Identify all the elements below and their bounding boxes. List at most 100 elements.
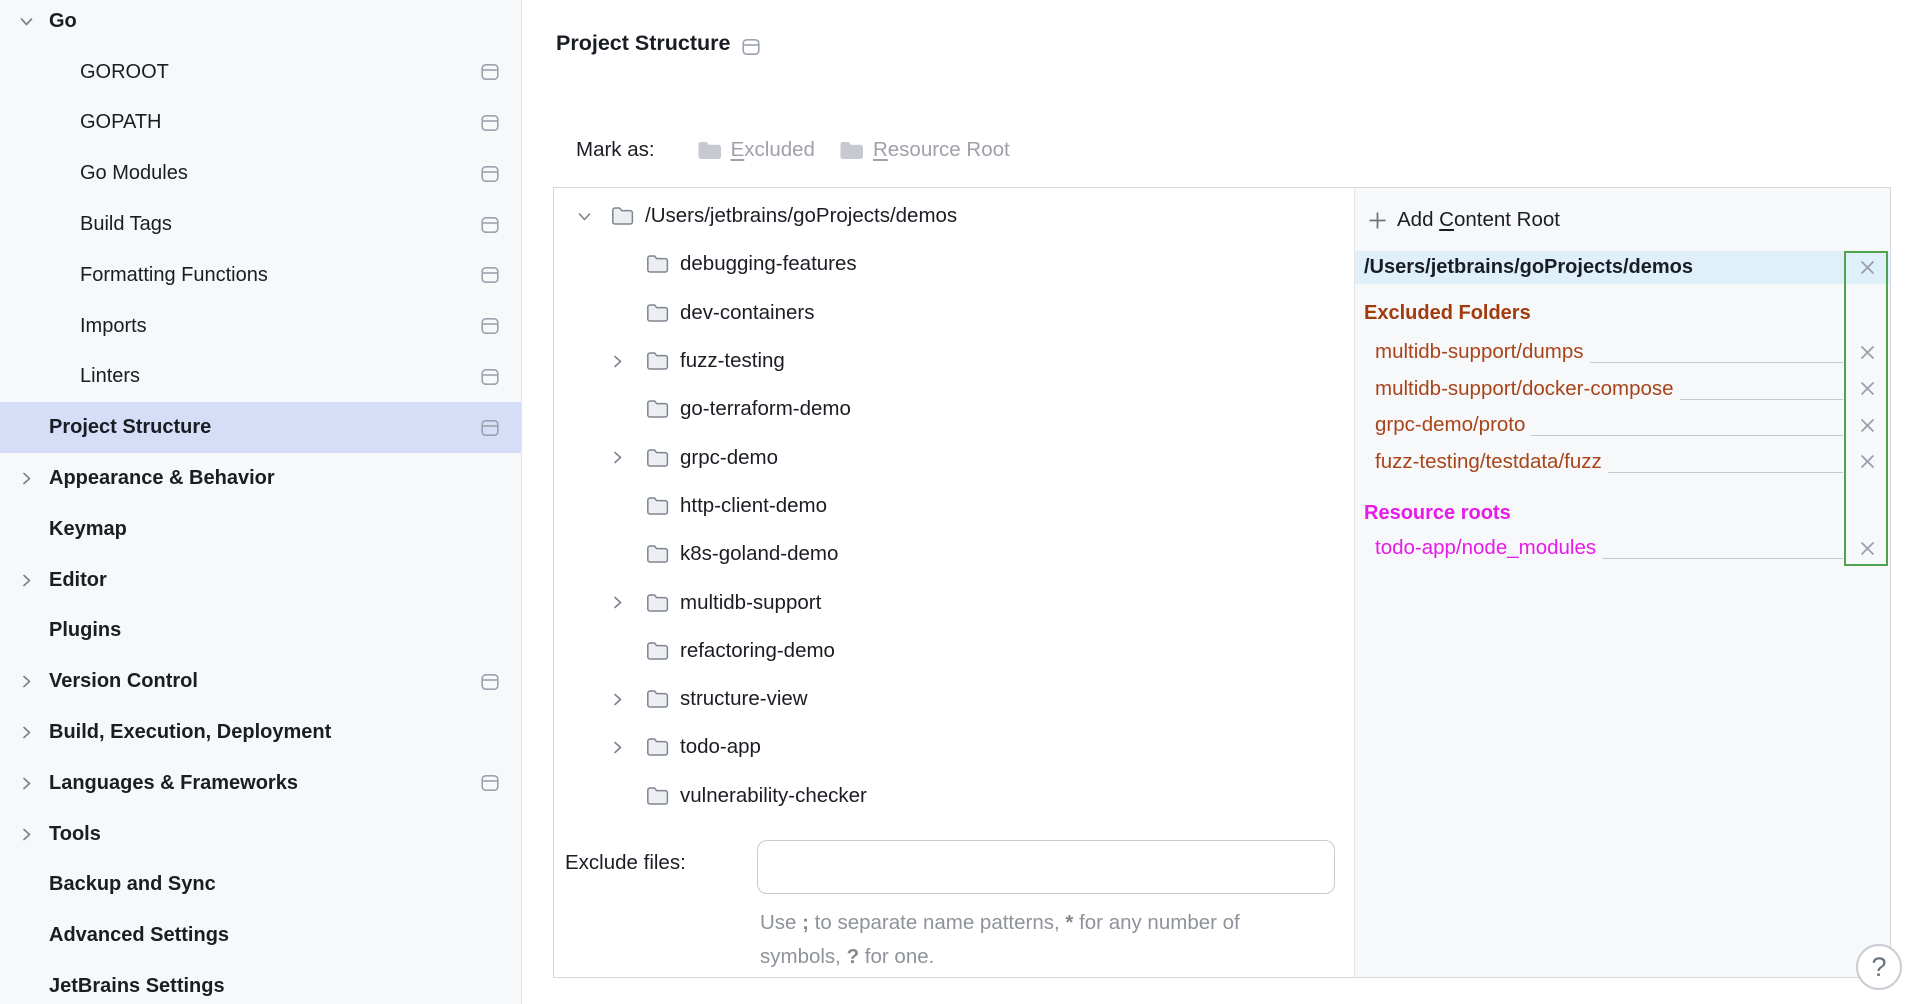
- folder-icon: [646, 254, 669, 274]
- remove-excluded-folder-button[interactable]: [1859, 344, 1876, 361]
- sidebar-item-tools[interactable]: Tools: [0, 809, 521, 860]
- help-button[interactable]: ?: [1856, 944, 1902, 990]
- tree-item-vulnerability-checker[interactable]: vulnerability-checker: [554, 772, 1354, 820]
- sidebar-item-label: Backup and Sync: [49, 873, 216, 896]
- tree-item-label: fuzz-testing: [680, 349, 785, 373]
- chevron-right-icon: [18, 725, 34, 741]
- sidebar-item-imports[interactable]: Imports: [0, 301, 521, 352]
- tree-item-label: refactoring-demo: [680, 638, 835, 662]
- excluded-folder-grpc-demo-proto[interactable]: grpc-demo/proto: [1375, 409, 1843, 441]
- tree-item-dev-containers[interactable]: dev-containers: [554, 289, 1354, 337]
- sidebar-item-keymap[interactable]: Keymap: [0, 504, 521, 555]
- tree-item-fuzz-testing[interactable]: fuzz-testing: [554, 337, 1354, 385]
- remove-excluded-folder-button[interactable]: [1859, 453, 1876, 470]
- chevron-down-icon[interactable]: [576, 208, 592, 224]
- underline: [1589, 362, 1843, 363]
- tree-item-go-terraform-demo[interactable]: go-terraform-demo: [554, 385, 1354, 433]
- sidebar-item-appearance-behavior[interactable]: Appearance & Behavior: [0, 453, 521, 504]
- remove-excluded-folder-button[interactable]: [1859, 417, 1876, 434]
- folder-icon: [839, 140, 864, 161]
- exclude-files-input[interactable]: [757, 840, 1335, 894]
- remove-content-root-button[interactable]: [1859, 259, 1876, 276]
- sidebar-item-editor[interactable]: Editor: [0, 555, 521, 606]
- tree-item-label: multidb-support: [680, 590, 822, 614]
- folder-icon: [646, 399, 669, 419]
- folder-icon: [646, 351, 669, 371]
- underline: [1607, 471, 1843, 473]
- content-root-path: /Users/jetbrains/goProjects/demos: [1364, 256, 1694, 278]
- folder-path-label: multidb-support/docker-compose: [1375, 376, 1674, 400]
- sidebar-item-label: Editor: [49, 568, 107, 591]
- sidebar-item-plugins[interactable]: Plugins: [0, 606, 521, 657]
- sidebar-item-gopath[interactable]: GOPATH: [0, 98, 521, 149]
- sidebar-item-advanced-settings[interactable]: Advanced Settings: [0, 910, 521, 961]
- folder-icon: [646, 303, 669, 323]
- tree-item-label: go-terraform-demo: [680, 397, 851, 421]
- sidebar-item-label: Linters: [80, 365, 141, 388]
- sidebar-item-jetbrains-settings[interactable]: JetBrains Settings: [0, 961, 521, 1004]
- chevron-right-icon[interactable]: [609, 691, 625, 707]
- excluded-folder-fuzz-testing-testdata-fuzz[interactable]: fuzz-testing/testdata/fuzz: [1375, 446, 1843, 478]
- tree-item-k8s-goland-demo[interactable]: k8s-goland-demo: [554, 530, 1354, 578]
- chevron-right-icon[interactable]: [609, 595, 625, 611]
- tree-item-todo-app[interactable]: todo-app: [554, 723, 1354, 771]
- sidebar-item-project-structure[interactable]: Project Structure: [0, 402, 521, 454]
- underline: [1679, 398, 1843, 400]
- tree-item-label: debugging-features: [680, 252, 857, 276]
- settings-page-icon: [481, 774, 499, 792]
- tree-item-http-client-demo[interactable]: http-client-demo: [554, 482, 1354, 530]
- settings-page-icon: [481, 317, 499, 335]
- excluded-folder-multidb-support-dumps[interactable]: multidb-support/dumps: [1375, 336, 1843, 368]
- resource-root-todo-app-node-modules[interactable]: todo-app/node_modules: [1375, 532, 1843, 564]
- sidebar-item-label: Go Modules: [80, 162, 188, 185]
- chevron-right-icon[interactable]: [609, 450, 625, 466]
- tree-item-label: dev-containers: [680, 300, 815, 324]
- sidebar-item-languages-frameworks[interactable]: Languages & Frameworks: [0, 758, 521, 809]
- tree-item-grpc-demo[interactable]: grpc-demo: [554, 433, 1354, 481]
- sidebar-item-build-tags[interactable]: Build Tags: [0, 199, 521, 250]
- chevron-right-icon[interactable]: [609, 739, 625, 755]
- mark-as-excluded-button[interactable]: Excluded: [697, 138, 815, 162]
- content-root-details: Add Content Root /Users/jetbrains/goProj…: [1354, 188, 1890, 977]
- tree-item-multidb-support[interactable]: multidb-support: [554, 578, 1354, 626]
- sidebar-item-backup-and-sync[interactable]: Backup and Sync: [0, 860, 521, 911]
- mark-as-resource-root-button[interactable]: Resource Root: [839, 138, 1010, 162]
- chevron-right-icon[interactable]: [609, 353, 625, 369]
- tree-item-label: k8s-goland-demo: [680, 542, 839, 566]
- remove-excluded-folder-button[interactable]: [1859, 380, 1876, 397]
- remove-resource-root-button[interactable]: [1859, 540, 1876, 557]
- tree-item-structure-view[interactable]: structure-view: [554, 675, 1354, 723]
- sidebar-item-label: Version Control: [49, 670, 198, 693]
- add-content-root-button[interactable]: Add Content Root: [1368, 204, 1560, 236]
- sidebar-item-build-execution-deployment[interactable]: Build, Execution, Deployment: [0, 707, 521, 758]
- folder-icon: [646, 448, 669, 468]
- content-root-tree: /Users/jetbrains/goProjects/demos debuggi…: [554, 192, 1354, 820]
- sidebar-item-go[interactable]: Go: [0, 0, 521, 47]
- plus-icon: [1368, 211, 1387, 230]
- content-root-row[interactable]: /Users/jetbrains/goProjects/demos: [1355, 251, 1889, 284]
- sidebar-item-label: JetBrains Settings: [49, 975, 225, 998]
- excluded-folders-header: Excluded Folders: [1364, 302, 1531, 324]
- sidebar-item-version-control[interactable]: Version Control: [0, 656, 521, 707]
- chevron-right-icon: [18, 572, 34, 588]
- sidebar-item-linters[interactable]: Linters: [0, 352, 521, 403]
- settings-page-icon: [481, 266, 499, 284]
- folder-icon: [646, 786, 669, 806]
- mark-as-button-label: Resource Root: [872, 138, 1010, 161]
- project-structure-panel: /Users/jetbrains/goProjects/demos debuggi…: [553, 187, 1891, 978]
- tree-item-refactoring-demo[interactable]: refactoring-demo: [554, 627, 1354, 675]
- sidebar-item-label: GOPATH: [80, 111, 162, 134]
- sidebar-item-go-modules[interactable]: Go Modules: [0, 148, 521, 199]
- mark-as-label: Mark as:: [576, 138, 655, 161]
- excluded-folder-multidb-support-docker-compose[interactable]: multidb-support/docker-compose: [1375, 373, 1843, 405]
- tree-item-debugging-features[interactable]: debugging-features: [554, 240, 1354, 288]
- sidebar-item-goroot[interactable]: GOROOT: [0, 47, 521, 98]
- sidebar-item-label: GOROOT: [80, 60, 169, 83]
- underline: [1602, 558, 1843, 559]
- tree-item-users-jetbrains-goprojects-demos[interactable]: /Users/jetbrains/goProjects/demos: [554, 192, 1354, 240]
- sidebar-item-formatting-functions[interactable]: Formatting Functions: [0, 250, 521, 301]
- settings-page-icon: [481, 165, 499, 183]
- sidebar-item-label: Formatting Functions: [80, 263, 268, 286]
